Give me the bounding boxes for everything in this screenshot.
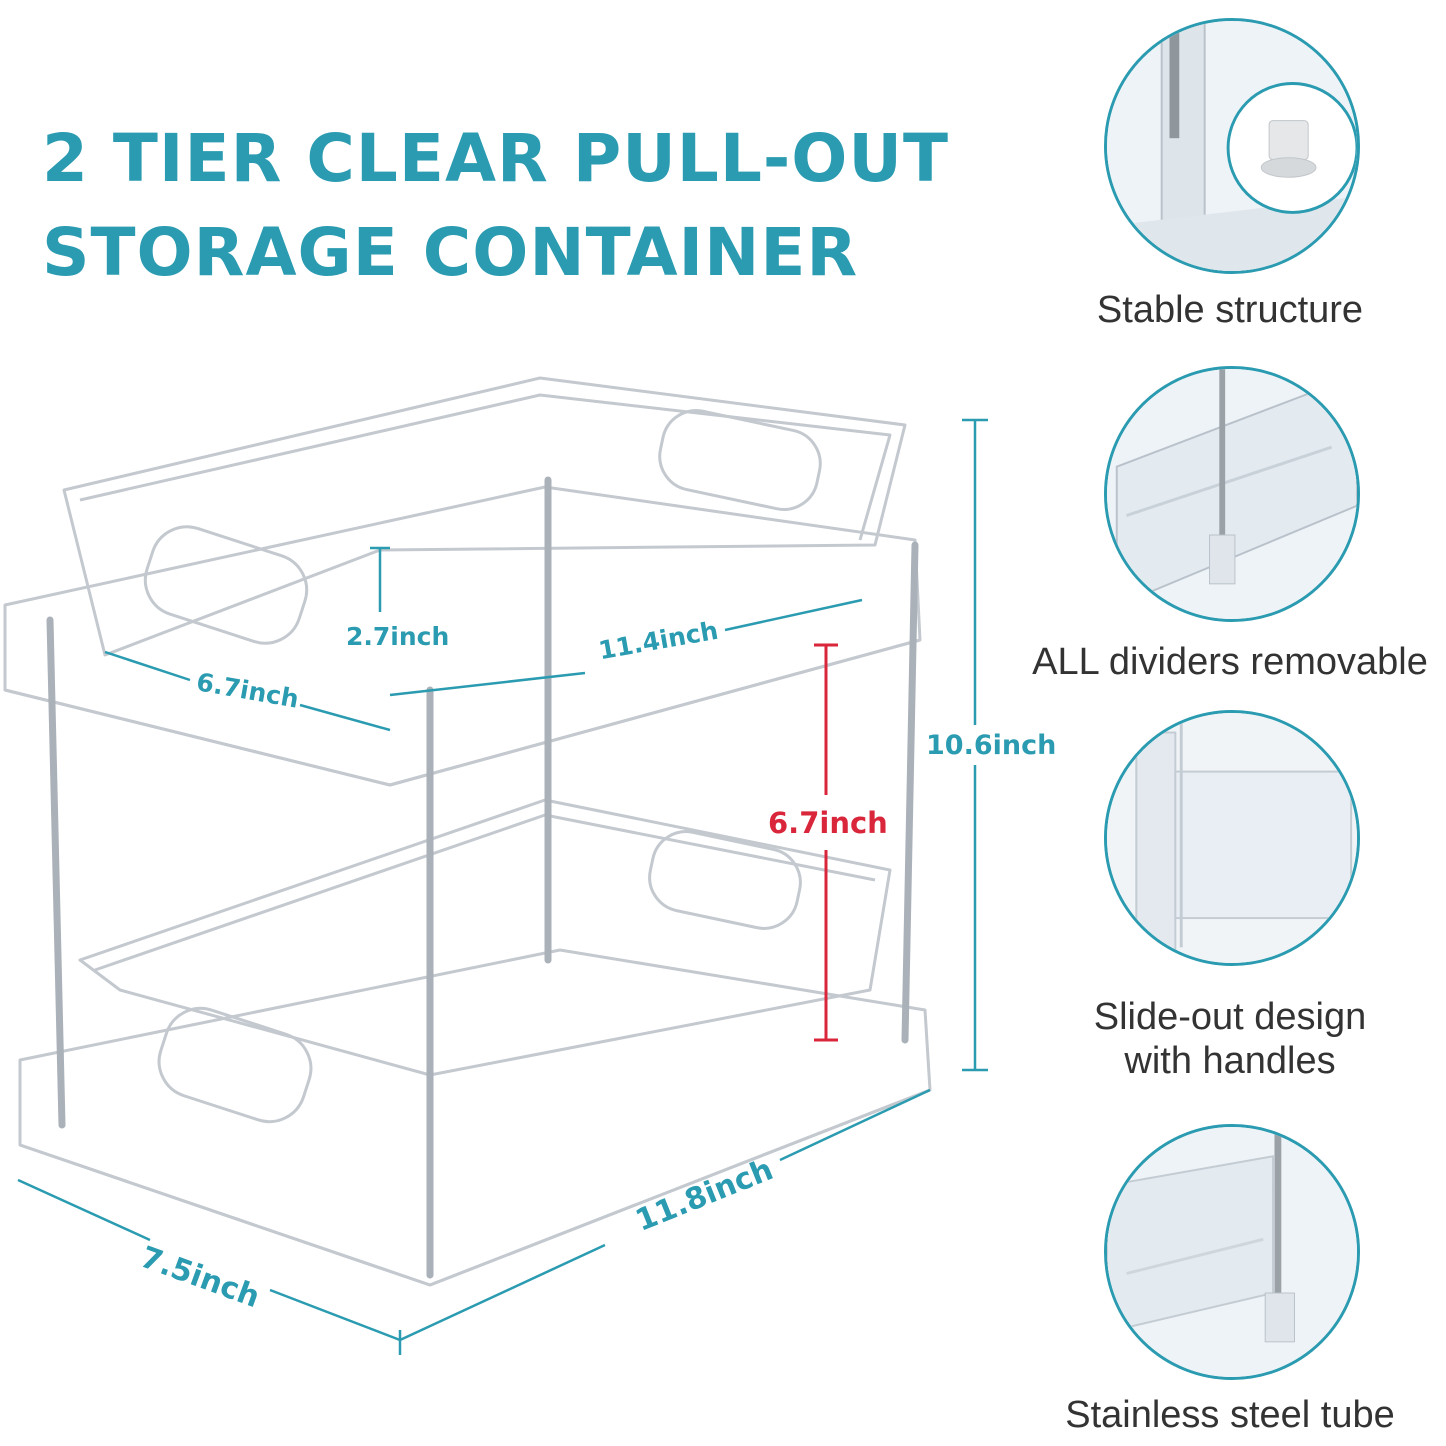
upper-shelf [3,485,922,787]
dim-total-height: 10.6inch [926,730,1057,761]
lower-tray-rim [78,798,892,1077]
title-line-2: STORAGE CONTAINER [42,214,859,291]
feature-label-slide-out: Slide-out design with handles [1093,996,1367,1082]
feature-label-stable-structure: Stable structure [1096,289,1364,331]
post-front-left [46,616,66,1129]
handle-icon [1107,713,1357,963]
dim-depth-inner: 2.7inch [346,622,450,651]
organizer-illustration [3,376,988,1355]
upper-tray-rim [62,376,907,657]
lower-tray-handle-front [157,1006,313,1124]
foot-pad-icon [1107,21,1357,271]
feature-label-steel-tube: Stainless steel tube [1065,1394,1395,1436]
upper-tray-handle-front [143,525,309,645]
steel-tube-icon [1107,1127,1357,1377]
title-line-1: 2 TIER CLEAR PULL-OUT [42,120,950,197]
feature-dividers-image [1104,366,1360,622]
page-title: 2 TIER CLEAR PULL-OUT STORAGE CONTAINER [42,112,949,300]
dim-tier-gap: 6.7inch [768,806,888,840]
divider-icon [1107,369,1357,619]
feature-steel-tube-image [1104,1124,1360,1380]
lower-tray-handle-back [648,830,802,930]
feature-slide-out-image [1104,710,1360,966]
post-back-right [901,541,919,1044]
feature-label-dividers: ALL dividers removable [1032,641,1428,683]
upper-tray-handle-back [658,409,822,511]
feature-stable-structure-image [1104,18,1360,274]
